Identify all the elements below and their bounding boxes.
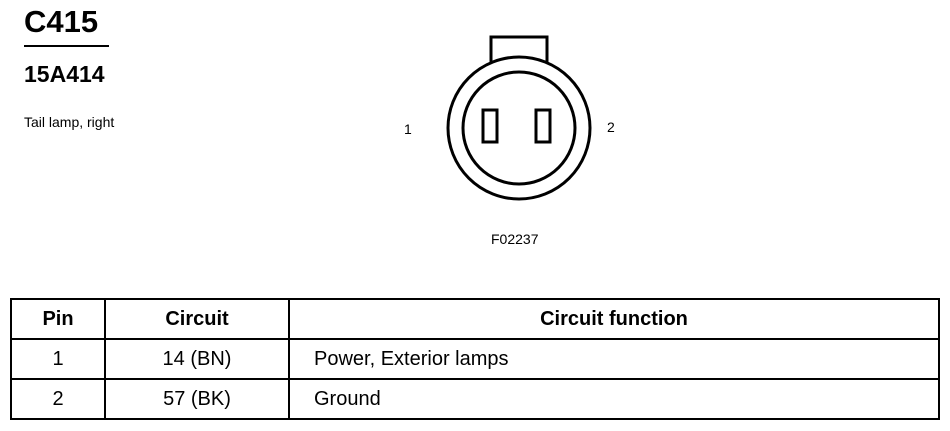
circuit-cell: 14 (BN) bbox=[104, 338, 290, 380]
connector-id-underline bbox=[24, 45, 109, 47]
connector-description: Tail lamp, right bbox=[24, 114, 115, 130]
header-circuit-function: Circuit function bbox=[288, 298, 940, 340]
connector-inner-ring bbox=[461, 70, 577, 186]
figure-code: F02237 bbox=[491, 231, 539, 247]
part-number: 15A414 bbox=[24, 61, 105, 87]
connector-id: C415 bbox=[24, 4, 99, 39]
header-pin: Pin bbox=[10, 298, 106, 340]
header-circuit: Circuit bbox=[104, 298, 290, 340]
table-row: 2 57 (BK) Ground bbox=[10, 378, 940, 420]
pin-1-label: 1 bbox=[404, 121, 412, 137]
table-row: 1 14 (BN) Power, Exterior lamps bbox=[10, 338, 940, 380]
pin-2-terminal bbox=[534, 108, 552, 144]
pinout-table: Pin Circuit Circuit function 1 14 (BN) P… bbox=[10, 298, 940, 420]
circuit-function-cell: Ground bbox=[288, 378, 940, 420]
pin-2-label: 2 bbox=[607, 119, 615, 135]
circuit-cell: 57 (BK) bbox=[104, 378, 290, 420]
circuit-function-cell: Power, Exterior lamps bbox=[288, 338, 940, 380]
table-header-row: Pin Circuit Circuit function bbox=[10, 298, 940, 340]
pin-cell: 2 bbox=[10, 378, 106, 420]
connector-face-diagram bbox=[446, 35, 592, 201]
pin-1-terminal bbox=[481, 108, 499, 144]
pin-cell: 1 bbox=[10, 338, 106, 380]
